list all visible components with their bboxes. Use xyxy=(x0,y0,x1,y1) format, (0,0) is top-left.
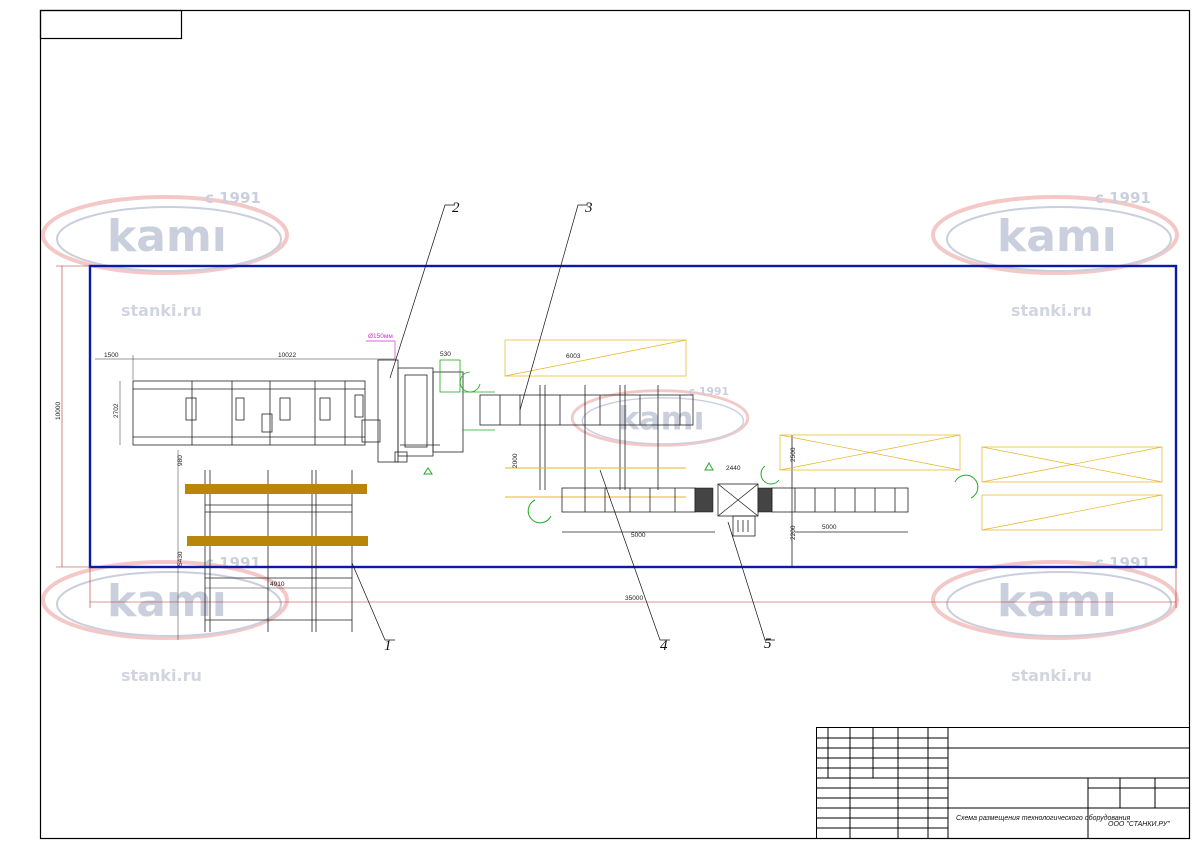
watermark-3: kamı с 1991 stanki.ru xyxy=(41,554,289,685)
brush-unit-left xyxy=(694,487,714,513)
leader-label-3: 3 xyxy=(584,200,593,216)
green-marker-icon-2 xyxy=(704,461,714,471)
watermark-site: stanki.ru xyxy=(121,666,202,685)
zone-6003 xyxy=(504,339,687,377)
brush-unit-right xyxy=(757,487,773,513)
watermark-swoosh-icon xyxy=(931,195,1179,275)
dimension-4910: 4910 xyxy=(270,581,285,588)
storage-zone-center xyxy=(779,434,961,471)
watermark-swoosh-inner-icon xyxy=(946,206,1172,272)
watermark-swoosh-inner-icon xyxy=(56,571,282,637)
dimension-2440: 2440 xyxy=(726,465,741,472)
green-turn-icon-1 xyxy=(527,499,552,524)
watermark-brand: kamı xyxy=(997,576,1117,627)
watermark-swoosh-icon xyxy=(41,195,289,275)
leader-label-4: 4 xyxy=(660,638,668,654)
watermark-5: kamı с 1991 xyxy=(570,385,750,447)
stack-board-upper xyxy=(185,484,367,494)
equipment-5-transfer-table xyxy=(717,483,759,537)
watermark-brand: kamı xyxy=(997,211,1117,262)
dimension-5430: 5430 xyxy=(177,551,184,566)
dimension-6003: 6003 xyxy=(566,353,581,360)
watermark-swoosh-icon xyxy=(570,389,750,447)
corner-stamp-box xyxy=(39,9,183,40)
watermark-site: stanki.ru xyxy=(1011,666,1092,685)
watermark-swoosh-icon xyxy=(931,560,1179,640)
dimension-overall-length: 35000 xyxy=(625,595,643,602)
watermark-swoosh-inner-icon xyxy=(581,397,745,445)
stack-board-lower xyxy=(187,536,368,546)
dimension-marks-infeed xyxy=(95,355,395,445)
dimension-10022: 10022 xyxy=(278,352,296,359)
dimension-530: 530 xyxy=(440,351,451,358)
dimension-1500: 1500 xyxy=(104,352,119,359)
dimension-2000: 2000 xyxy=(512,453,519,468)
watermark-brand: kamı xyxy=(107,211,227,262)
dust-pipe xyxy=(366,340,396,360)
title-block xyxy=(816,727,1190,839)
dimension-marks-eq1 xyxy=(177,450,352,640)
dimension-overall-width: 10000 xyxy=(55,402,62,420)
workshop-boundary xyxy=(88,264,1178,569)
watermark-site: stanki.ru xyxy=(1011,301,1092,320)
green-turn-icon-2 xyxy=(760,465,780,485)
dimension-980: 980 xyxy=(177,455,184,466)
equipment-4-roller-conveyor xyxy=(561,487,715,533)
watermark-since: с 1991 xyxy=(205,189,261,207)
equipment-2-machine xyxy=(361,359,464,463)
leader-label-1: 1 xyxy=(384,638,392,654)
watermark-1: kamı с 1991 stanki.ru xyxy=(41,189,289,320)
equipment-3-cross-conveyor xyxy=(479,385,694,490)
watermark-swoosh-inner-icon xyxy=(946,571,1172,637)
watermark-4: kamı с 1991 stanki.ru xyxy=(931,554,1179,685)
leader-lines xyxy=(351,204,775,641)
watermark-brand: kamı xyxy=(107,576,227,627)
title-block-org: ООО "СТАНКИ.РУ" xyxy=(1108,821,1170,828)
watermark-since: с 1991 xyxy=(689,385,729,398)
watermark-brand: kamı xyxy=(618,402,704,438)
transfer-section xyxy=(439,359,495,431)
sheet-frame xyxy=(39,9,1191,840)
leader-label-5: 5 xyxy=(764,636,772,652)
dimension-2500: 2500 xyxy=(790,447,797,462)
equipment-1-lift-table xyxy=(204,470,353,632)
overall-dimension-lines xyxy=(56,265,1177,608)
watermark-site: stanki.ru xyxy=(121,301,202,320)
outfeed-conveyor xyxy=(771,435,909,567)
leader-label-2: 2 xyxy=(452,200,460,216)
dimension-5000-b: 5000 xyxy=(822,524,837,531)
watermark-since: с 1991 xyxy=(1095,189,1151,207)
dust-pipe-label: Ø150мм xyxy=(368,333,393,340)
watermark-swoosh-icon xyxy=(41,560,289,640)
watermark-since: с 1991 xyxy=(1095,554,1151,572)
infeed-conveyor xyxy=(132,380,366,446)
dimension-5000-a: 5000 xyxy=(631,532,646,539)
storage-zone-right-upper xyxy=(981,446,1163,483)
dimension-2702: 2702 xyxy=(113,403,120,418)
title-block-doc-title: Схема размещения технологического оборуд… xyxy=(956,814,1131,822)
watermark-since: с 1991 xyxy=(205,554,261,572)
watermark-2: kamı с 1991 stanki.ru xyxy=(931,189,1179,320)
green-turn-icon-3 xyxy=(954,474,979,499)
storage-zone-right-lower xyxy=(981,494,1163,531)
green-marker-icon-1 xyxy=(423,467,433,475)
watermark-swoosh-inner-icon xyxy=(56,206,282,272)
dimension-2200: 2200 xyxy=(790,525,797,540)
